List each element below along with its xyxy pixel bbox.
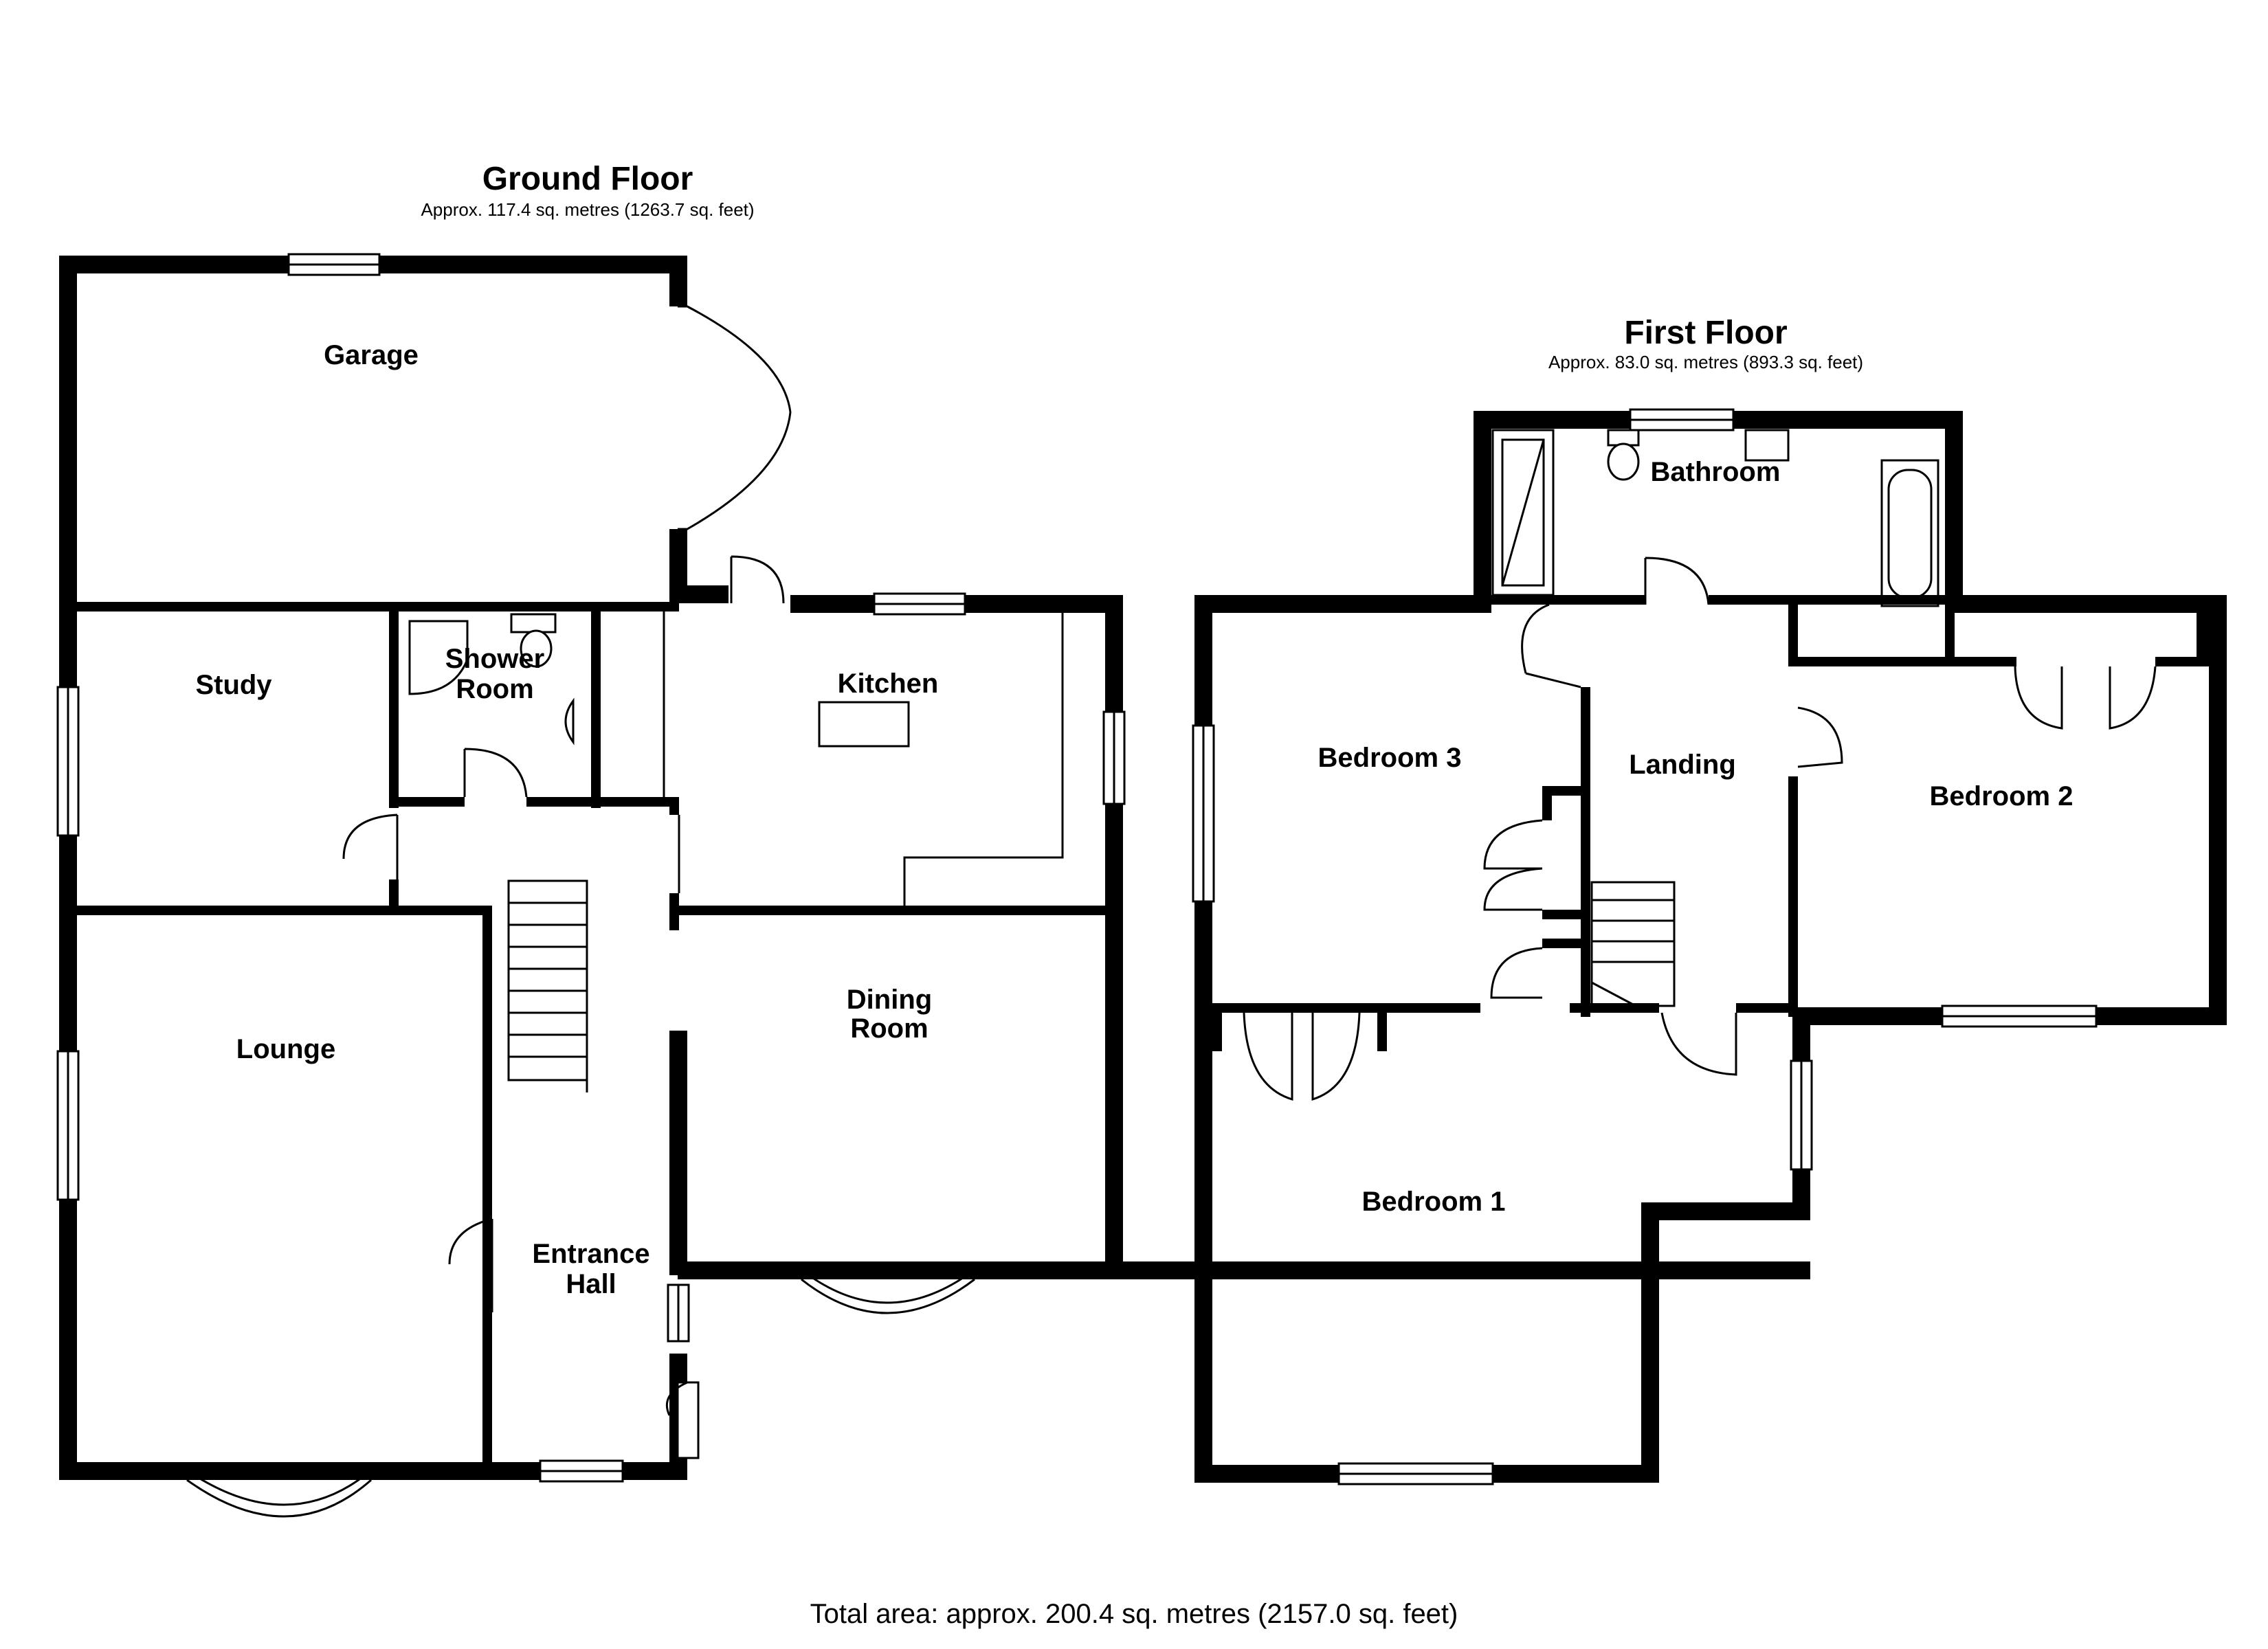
kitchen-label: Kitchen (838, 669, 939, 699)
garage-label: Garage (324, 340, 419, 370)
first-floor-walls (1194, 411, 2227, 1483)
ground-floor: Ground Floor Approx. 117.4 sq. metres (1… (56, 161, 1810, 1518)
bathroom-label: Bathroom (1651, 457, 1781, 487)
entrance-hall-label-2: Hall (566, 1269, 616, 1299)
entrance-hall-label-1: Entrance (532, 1239, 649, 1269)
first-floor-title: First Floor (1624, 315, 1787, 351)
total-area: Total area: approx. 200.4 sq. metres (21… (810, 1599, 1458, 1629)
bedroom-3-label: Bedroom 3 (1318, 743, 1462, 773)
ground-floor-title: Ground Floor (482, 161, 693, 197)
study-label: Study (195, 670, 272, 700)
ground-floor-room-labels: Garage Study Shower Room Kitchen Lounge … (195, 340, 938, 1299)
first-floor-room-labels: Bathroom Bedroom 3 Landing Bedroom 2 Bed… (1318, 457, 2074, 1217)
ground-floor-doors (342, 305, 792, 1416)
ground-floor-windows (56, 253, 1126, 1518)
shower-room-label-1: Shower (445, 644, 544, 674)
first-floor: First Floor Approx. 83.0 sq. metres (893… (1192, 315, 2227, 1485)
dining-room-label-1: Dining (847, 985, 932, 1015)
dining-room-label-2: Room (850, 1013, 928, 1044)
first-floor-fixtures (1491, 429, 1939, 1007)
ground-floor-area: Approx. 117.4 sq. metres (1263.7 sq. fee… (421, 199, 754, 220)
first-floor-area: Approx. 83.0 sq. metres (893.3 sq. feet) (1548, 352, 1863, 372)
first-floor-doors (1243, 557, 2157, 1101)
ground-floor-fixtures (408, 612, 1064, 1092)
shower-room-label-2: Room (456, 674, 533, 704)
first-floor-windows (1192, 408, 2098, 1485)
bedroom-1-label: Bedroom 1 (1362, 1187, 1506, 1217)
bedroom-2-label: Bedroom 2 (1930, 781, 2074, 811)
lounge-label: Lounge (236, 1034, 335, 1064)
ground-floor-walls (59, 256, 1810, 1480)
landing-label: Landing (1629, 750, 1736, 780)
